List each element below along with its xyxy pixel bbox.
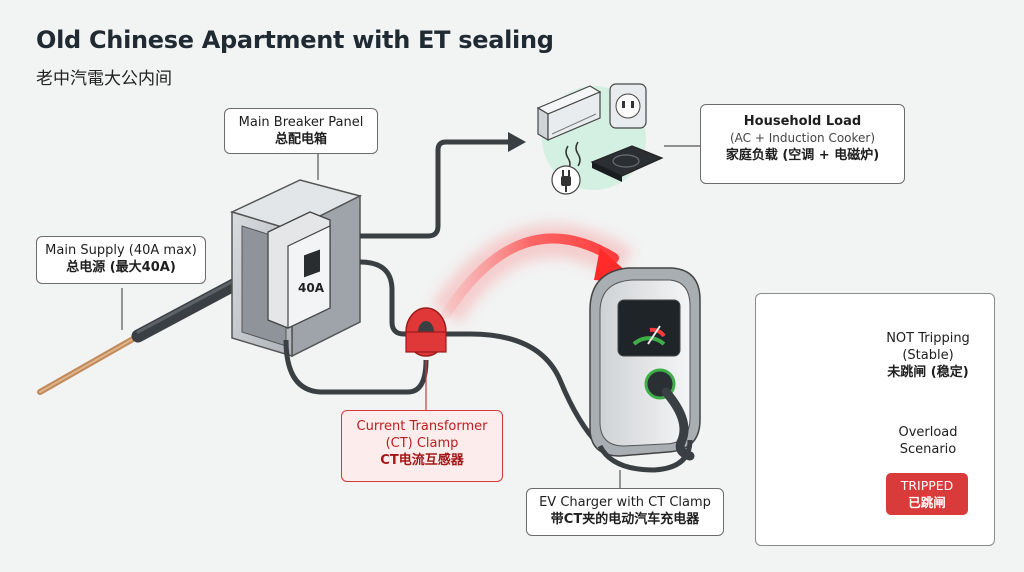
main-supply-cable <box>37 265 265 395</box>
overload-scenario: Scenario <box>899 442 957 457</box>
household-load-detail: (AC + Induction Cooker) <box>729 131 876 145</box>
household-feed-wire <box>360 132 526 239</box>
tripped-label-cn: 已跳闸 <box>908 495 946 510</box>
charger-feed-wire <box>283 259 602 448</box>
not-tripping-label-cn: 未跳闸 (稳定) <box>887 365 969 380</box>
ct-clamp <box>405 307 447 410</box>
main-breaker-callout: Main Breaker Panel 总配电箱 <box>224 108 378 154</box>
household-load-label: Household Load <box>743 114 862 129</box>
main-supply-callout: Main Supply (40A max) 总电源 (最大40A) <box>36 236 206 284</box>
air-conditioner-icon <box>536 85 602 171</box>
overload-status: Overload Scenario <box>868 424 988 458</box>
overload-label: Overload <box>898 425 958 440</box>
household-load-callout: Household Load (AC + Induction Cooker) 家… <box>700 104 905 184</box>
page-subtitle: 老中汽電大公内间 <box>36 69 172 89</box>
main-breaker-label: Main Breaker Panel <box>238 115 364 130</box>
ct-clamp-detail: (CT) Clamp <box>385 436 459 451</box>
main-breaker-switch: 40A <box>267 211 331 329</box>
ct-clamp-label-cn: CT电流互感器 <box>380 453 464 468</box>
not-tripping-label: NOT Tripping <box>886 331 970 346</box>
household-load-label-cn: 家庭负载 (空调 + 电磁炉) <box>725 148 880 163</box>
main-supply-label-cn: 总电源 (最大40A) <box>66 260 176 275</box>
tripped-badge: TRIPPED 已跳闸 <box>886 473 968 515</box>
tripped-label: TRIPPED <box>900 478 954 493</box>
ev-charger-callout: EV Charger with CT Clamp 带CT夹的电动汽车充电器 <box>526 488 724 536</box>
wall-outlet-icon <box>609 83 647 129</box>
not-tripping-status: NOT Tripping (Stable) 未跳闸 (稳定) <box>868 330 988 381</box>
not-tripping-stable: (Stable) <box>902 348 954 363</box>
ct-clamp-callout: Current Transformer (CT) Clamp CT电流互感器 <box>341 410 503 482</box>
induction-cooker-icon <box>590 145 664 182</box>
ct-clamp-label: Current Transformer <box>356 419 488 434</box>
household-load-illustration <box>536 83 700 195</box>
breaker-rating-label: 40A <box>298 281 325 295</box>
power-plug-icon <box>551 165 581 195</box>
main-breaker-label-cn: 总配电箱 <box>274 132 327 147</box>
ev-charger-unit <box>589 267 701 490</box>
ev-charger-label: EV Charger with CT Clamp <box>539 495 711 510</box>
main-supply-label: Main Supply (40A max) <box>45 243 197 258</box>
page-title: Old Chinese Apartment with ET sealing <box>36 26 554 54</box>
ev-charger-label-cn: 带CT夹的电动汽车充电器 <box>550 512 700 527</box>
